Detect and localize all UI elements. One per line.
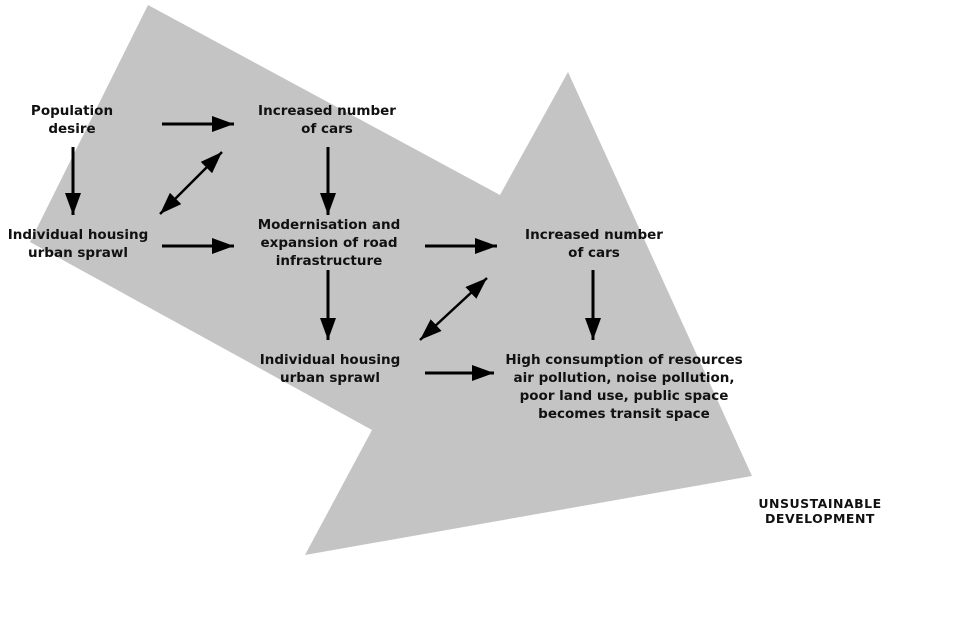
node-road-infrastructure: Modernisation and expansion of road infr… <box>257 217 401 269</box>
node-individual-housing-1: Individual housing urban sprawl <box>7 227 149 261</box>
outcome-label: UNSUSTAINABLE DEVELOPMENT <box>758 496 882 526</box>
background-process-arrow <box>30 5 752 555</box>
node-increased-cars-2: Increased number of cars <box>525 227 663 261</box>
arrow-housing-cars-bidirectional <box>159 151 223 215</box>
arrow-housing2-cars2-bidirectional <box>419 277 488 341</box>
node-population-desire: Population desire <box>30 103 114 137</box>
node-consequences: High consumption of resources air pollut… <box>505 352 743 422</box>
node-increased-cars-1: Increased number of cars <box>258 103 396 137</box>
node-individual-housing-2: Individual housing urban sprawl <box>259 352 401 386</box>
